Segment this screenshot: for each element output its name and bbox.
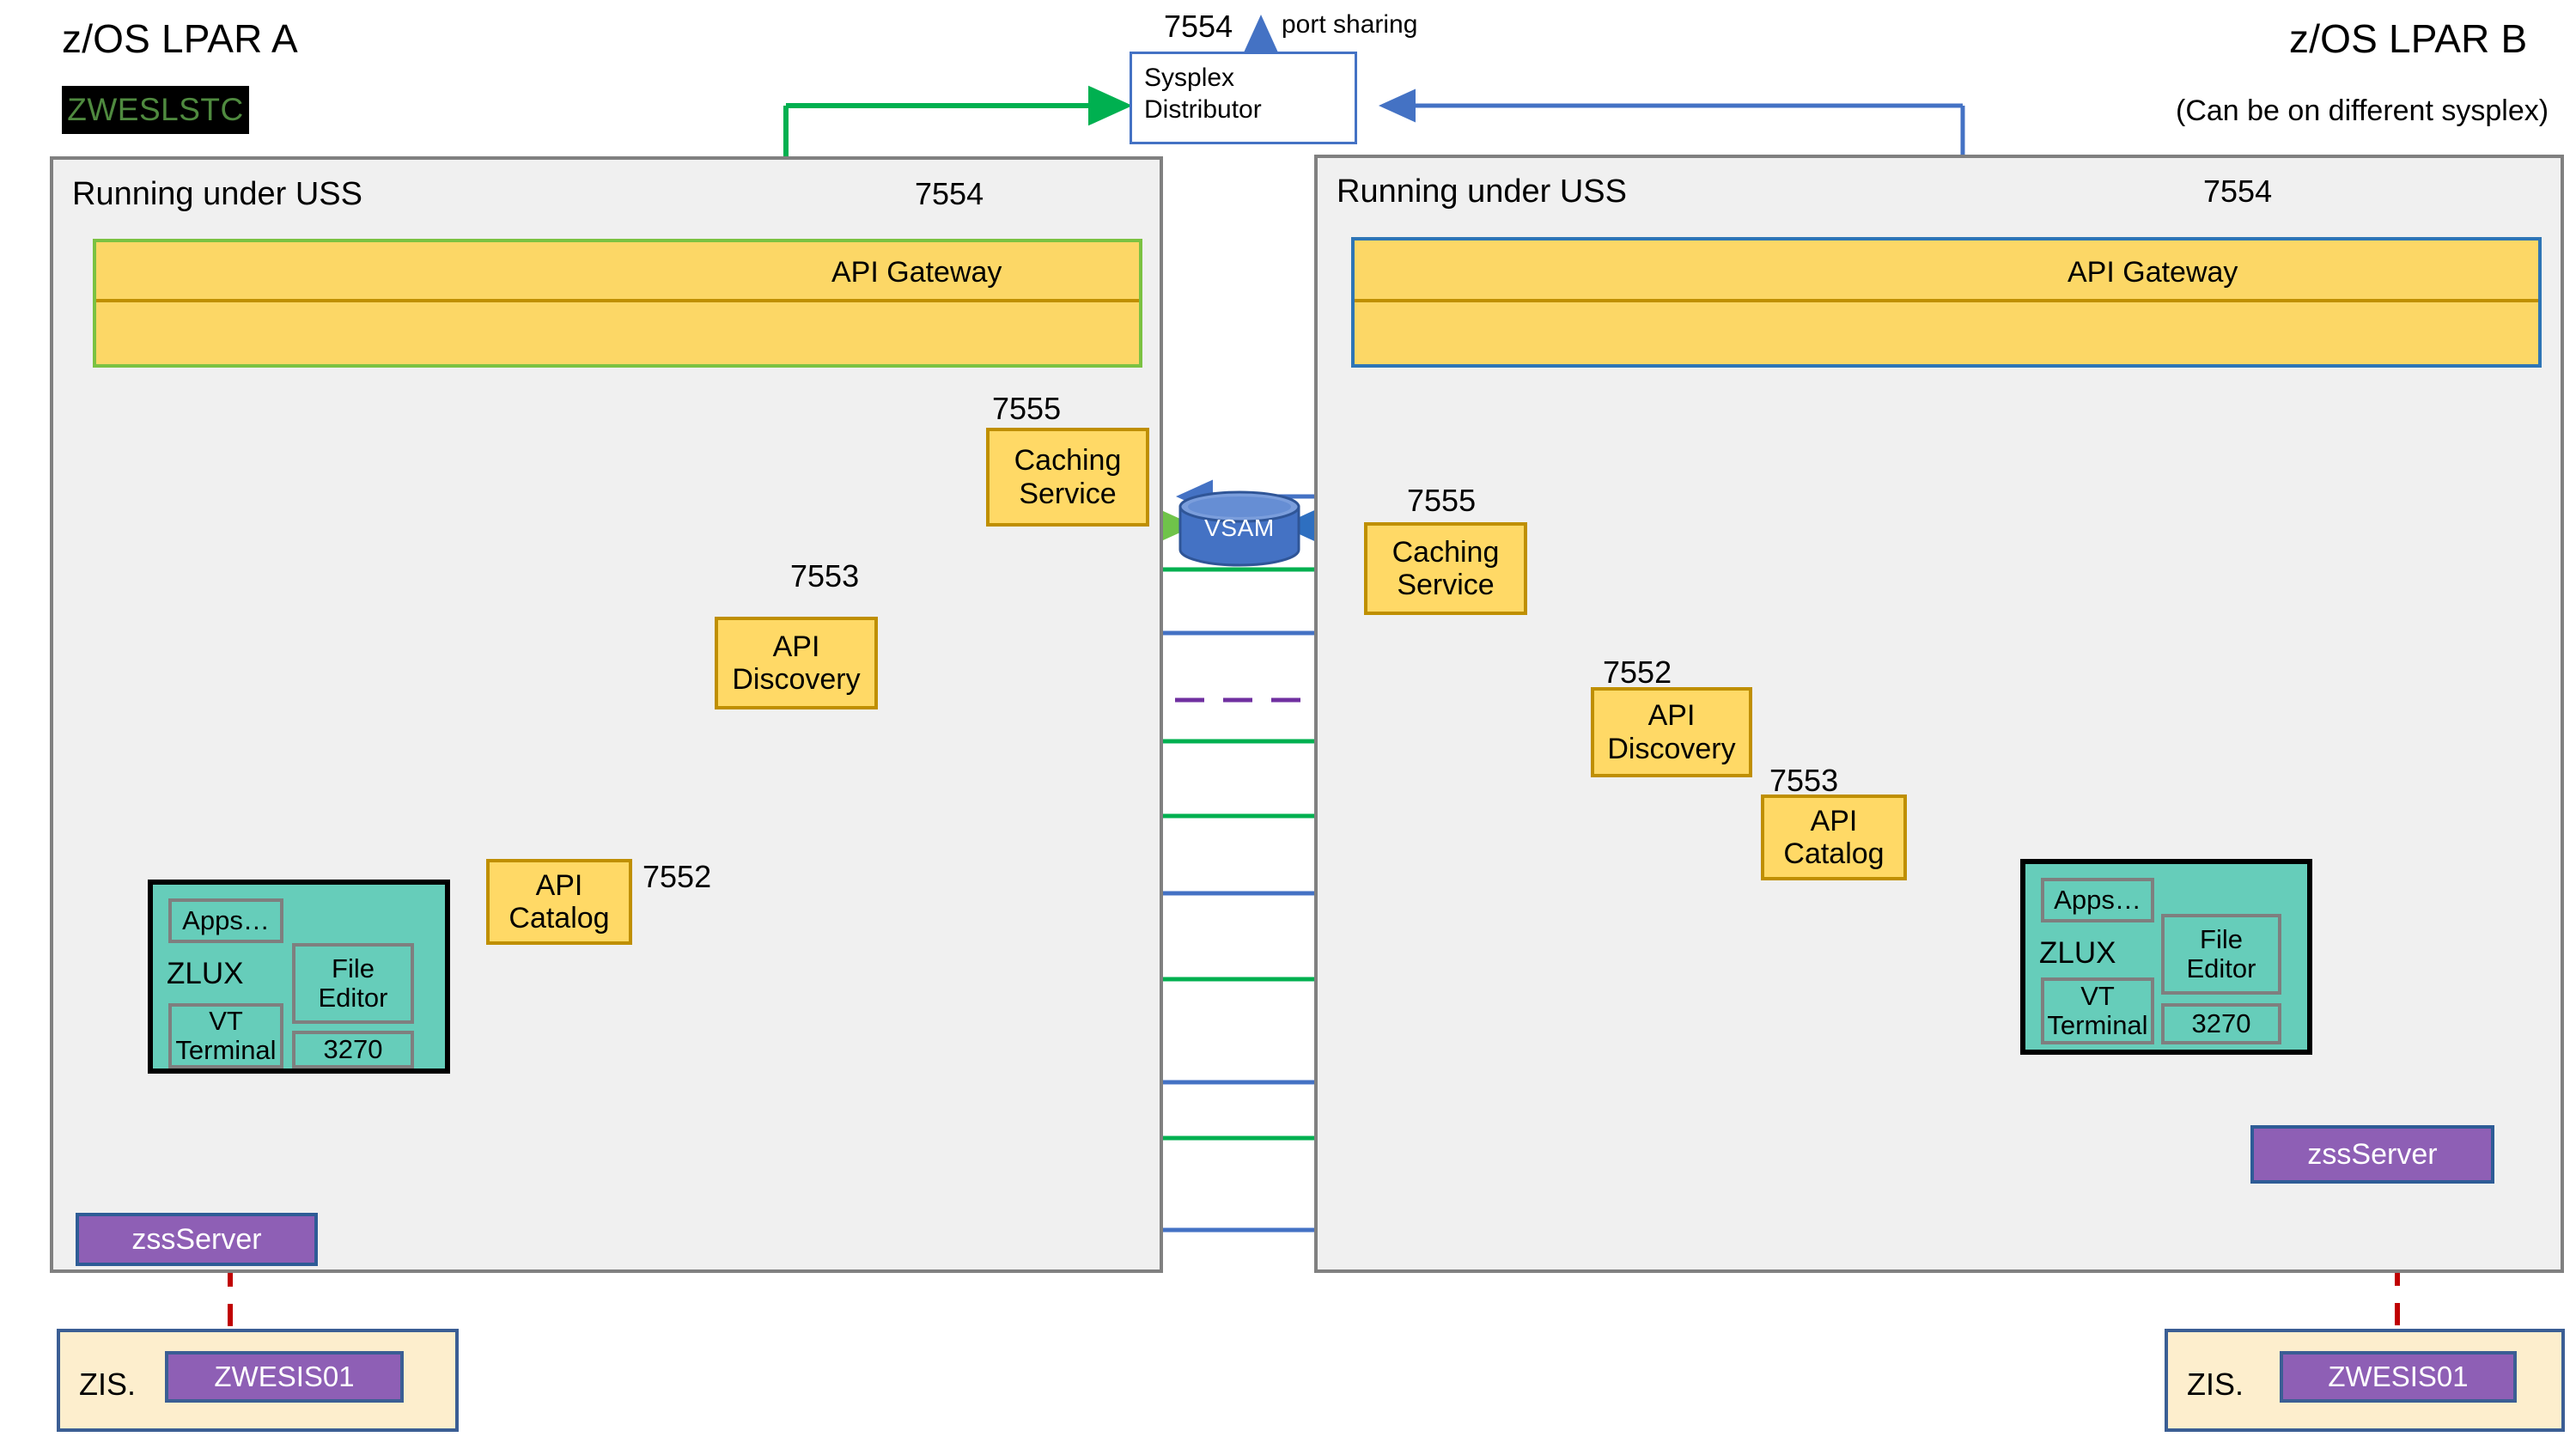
file-editor-b-line2: Editor xyxy=(2186,953,2256,983)
api-gateway-label-b: API Gateway xyxy=(2067,256,2238,289)
vt-a-line1: VT xyxy=(209,1005,243,1036)
zlux-name-b: ZLUX xyxy=(2039,936,2116,970)
page-title-lpar-a: z/OS LPAR A xyxy=(62,16,298,61)
catalog-a-line2: Catalog xyxy=(509,902,610,935)
catalog-a-line1: API xyxy=(535,868,583,902)
file-editor-a-line1: File xyxy=(332,953,375,983)
caching-a-line2: Service xyxy=(1019,477,1117,510)
vt-b-line1: VT xyxy=(2080,980,2115,1011)
lpar-a-uss-label: Running under USS xyxy=(72,176,362,212)
stc-badge: ZWESLSTC xyxy=(62,86,249,134)
zis-label-b: ZIS. xyxy=(2187,1367,2244,1402)
discovery-port-b: 7552 xyxy=(1603,654,1672,690)
lpar-b-gateway-port: 7554 xyxy=(2203,174,2273,209)
zlux-container-lpar-a[interactable]: Apps… ZLUX File Editor VT Terminal 3270 xyxy=(148,880,450,1074)
caching-service-lpar-b[interactable]: Caching Service xyxy=(1364,522,1527,615)
api-catalog-lpar-b[interactable]: API Catalog xyxy=(1761,795,1907,880)
discovery-a-line2: Discovery xyxy=(732,663,861,696)
page-title-lpar-b: z/OS LPAR B xyxy=(2289,16,2528,61)
api-gateway-lpar-b[interactable]: API Gateway xyxy=(1351,237,2542,368)
lpar-a-gateway-port: 7554 xyxy=(915,176,984,211)
zis-container-lpar-a: ZIS. ZWESIS01 xyxy=(57,1329,459,1432)
sysplex-line2: Distributor xyxy=(1144,94,1262,124)
caching-service-lpar-a[interactable]: Caching Service xyxy=(986,428,1149,527)
discovery-port-a: 7553 xyxy=(790,558,860,594)
vsam-label: VSAM xyxy=(1204,514,1275,541)
zlux-container-lpar-b[interactable]: Apps… ZLUX File Editor VT Terminal 3270 xyxy=(2020,859,2312,1055)
vt-b-line2: Terminal xyxy=(2047,1010,2148,1040)
catalog-b-line2: Catalog xyxy=(1783,837,1885,870)
discovery-a-line1: API xyxy=(772,630,820,663)
caching-port-a: 7555 xyxy=(992,391,1062,426)
catalog-port-a: 7552 xyxy=(642,859,712,894)
caching-b-line1: Caching xyxy=(1392,535,1500,569)
api-discovery-lpar-b[interactable]: API Discovery xyxy=(1591,687,1752,777)
zis-label-a: ZIS. xyxy=(79,1367,137,1402)
zlux-apps-a[interactable]: Apps… xyxy=(168,898,283,943)
vsam-cylinder-icon xyxy=(1178,490,1300,567)
zwesis01-module-a[interactable]: ZWESIS01 xyxy=(165,1351,404,1403)
api-gateway-lpar-a[interactable]: API Gateway xyxy=(93,239,1142,368)
zwesis01-module-b[interactable]: ZWESIS01 xyxy=(2280,1351,2517,1403)
api-gateway-label-a: API Gateway xyxy=(831,256,1002,289)
vsam-datastore[interactable]: VSAM xyxy=(1177,490,1302,567)
caching-port-b: 7555 xyxy=(1407,483,1477,518)
api-catalog-lpar-a[interactable]: API Catalog xyxy=(486,859,632,945)
file-editor-b-line1: File xyxy=(2200,923,2243,954)
lpar-b-subtitle: (Can be on different sysplex) xyxy=(2176,94,2549,127)
sysplex-line1: Sysplex xyxy=(1144,64,1235,92)
vt-a-line2: Terminal xyxy=(175,1035,277,1065)
sysplex-distributor[interactable]: Sysplex Distributor xyxy=(1130,52,1357,144)
zss-server-lpar-a[interactable]: zssServer xyxy=(76,1213,318,1266)
zlux-vt-terminal-b[interactable]: VT Terminal xyxy=(2041,977,2154,1044)
discovery-b-line2: Discovery xyxy=(1607,732,1736,765)
port-sharing-note: port sharing xyxy=(1282,10,1418,39)
zlux-name-a: ZLUX xyxy=(167,957,244,990)
api-discovery-lpar-a[interactable]: API Discovery xyxy=(715,617,878,709)
zlux-file-editor-a[interactable]: File Editor xyxy=(292,943,414,1024)
zis-container-lpar-b: ZIS. ZWESIS01 xyxy=(2165,1329,2565,1432)
port-label-sysplex: 7554 xyxy=(1164,9,1233,44)
zlux-3270-a[interactable]: 3270 xyxy=(292,1031,414,1068)
zss-server-lpar-b[interactable]: zssServer xyxy=(2250,1125,2494,1184)
catalog-port-b: 7553 xyxy=(1769,763,1839,798)
lpar-b-uss-label: Running under USS xyxy=(1337,174,1627,210)
zlux-3270-b[interactable]: 3270 xyxy=(2161,1003,2281,1044)
catalog-b-line1: API xyxy=(1810,804,1858,837)
gateway-divider-b xyxy=(1355,299,2538,302)
caching-b-line2: Service xyxy=(1397,569,1495,601)
zlux-file-editor-b[interactable]: File Editor xyxy=(2161,914,2281,995)
discovery-b-line1: API xyxy=(1647,699,1696,733)
zlux-apps-b[interactable]: Apps… xyxy=(2041,878,2154,922)
gateway-divider-a xyxy=(96,299,1139,302)
caching-a-line1: Caching xyxy=(1014,444,1122,478)
zlux-vt-terminal-a[interactable]: VT Terminal xyxy=(168,1003,283,1068)
file-editor-a-line2: Editor xyxy=(318,983,388,1013)
